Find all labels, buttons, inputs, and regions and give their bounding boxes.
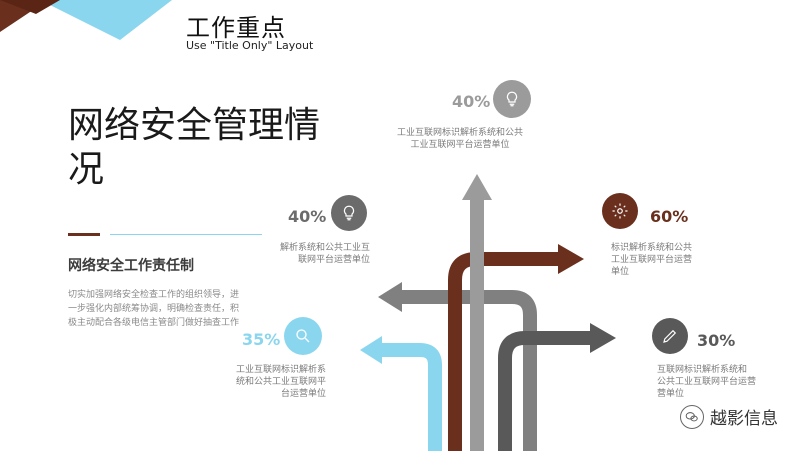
watermark-text: 越影信息 (710, 409, 778, 429)
lightbulb-icon (343, 205, 355, 221)
item-rightbottom-icon-circle (652, 318, 688, 354)
item-leftbottom-percent: 35% (242, 330, 281, 349)
item-midleft-text: 解析系统和公共工业互 联网平台运营单位 (279, 243, 370, 265)
page-title: 工作重点 (186, 14, 286, 42)
accent-line-cyan (110, 234, 262, 235)
watermark: 越影信息 (680, 404, 778, 429)
gear-icon (612, 203, 628, 219)
arrows-graphic (360, 174, 616, 451)
arrow-cyan (380, 343, 442, 451)
arrow-vertical-head (462, 174, 492, 200)
wechat-icon (680, 404, 704, 429)
item-top-percent: 40% (452, 92, 491, 111)
main-heading: 网络安全管理情况 (68, 105, 321, 190)
arrow-darkgray (498, 331, 590, 451)
arrow-gray-left-head (378, 282, 402, 312)
item-leftbottom-text: 工业互联网标识解析系 统和公共工业互联网平 台运营单位 (235, 365, 326, 399)
arrow-gray-left (402, 290, 537, 451)
page-subtitle: Use "Title Only" Layout (186, 39, 314, 52)
item-rightbottom-text: 互联网标识解析系统和 公共工业互联网平台运营 营单位 (657, 365, 757, 399)
section-title: 网络安全工作责任制 (68, 258, 194, 274)
arrow-brown-head (558, 244, 584, 274)
arrow-cyan-head (360, 336, 382, 364)
item-midleft-percent: 40% (288, 207, 327, 226)
item-leftbottom-icon-circle (284, 317, 322, 355)
corner-decoration (0, 0, 172, 40)
pencil-icon (663, 329, 677, 343)
section-body: 切实加强网络安全检查工作的组织领导，进一步强化内部统筹协调，明确检查责任，积极主… (68, 290, 240, 328)
arrow-darkgray-head (590, 323, 616, 353)
item-top-text: 工业互联网标识解析系统和公共 工业互联网平台运营单位 (396, 128, 523, 150)
item-righttop-icon-circle (602, 193, 638, 229)
item-righttop-percent: 60% (650, 207, 689, 226)
item-top-icon-circle (493, 80, 531, 118)
item-midleft-icon-circle (331, 195, 367, 231)
accent-line-brown (68, 233, 100, 236)
lightbulb-icon (506, 91, 518, 107)
search-icon (296, 329, 310, 343)
item-righttop-text: 标识解析系统和公共 工业互联网平台运营 单位 (611, 243, 693, 277)
item-rightbottom-percent: 30% (697, 331, 736, 350)
